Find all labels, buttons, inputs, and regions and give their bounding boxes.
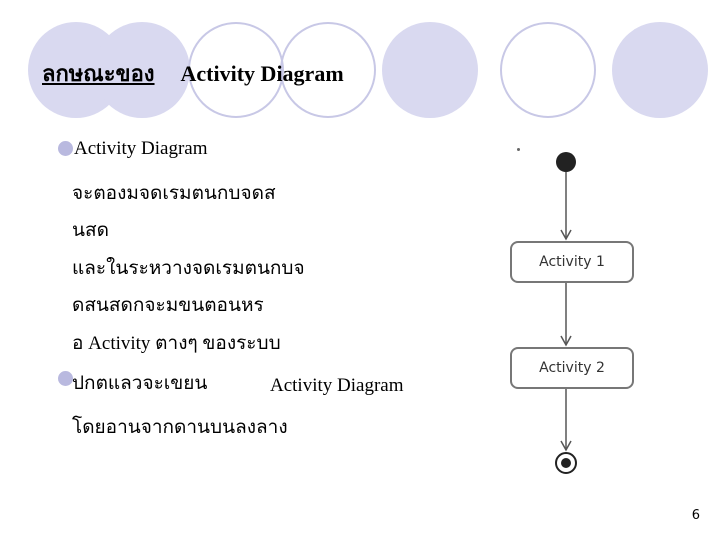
bullet-2-dot	[58, 371, 73, 386]
speck-mark	[517, 148, 520, 151]
arrowhead-end	[560, 440, 572, 452]
activity-2-box: Activity 2	[510, 347, 634, 389]
initial-node	[556, 152, 576, 172]
slide-title: ลกษณะของ Activity Diagram	[42, 56, 344, 86]
bullet-1-dot	[58, 141, 73, 156]
bullet-1-line-5: อ Activity ตางๆ ของระบบ	[72, 333, 281, 354]
bullet-1-heading: Activity Diagram	[74, 138, 208, 159]
bullet-1-line-3: และในระหวางจดเรมตนกบจ	[72, 258, 305, 279]
page-number: 6	[691, 508, 700, 523]
decor-ring-4	[280, 22, 376, 118]
activity-2-label: Activity 2	[539, 360, 605, 376]
decor-circle-7	[612, 22, 708, 118]
bullet-2-prefix: ปกตแลวจะเขยน	[72, 373, 208, 394]
title-thai: ลกษณะของ	[42, 61, 155, 86]
bullet-2-line-2: โดยอานจากดานบนลงลาง	[72, 417, 288, 438]
activity-1-label: Activity 1	[539, 254, 605, 270]
final-node	[555, 452, 577, 474]
flow-arrows	[560, 172, 572, 452]
decor-ring-6	[500, 22, 596, 118]
title-english: Activity Diagram	[180, 61, 344, 86]
arrowhead-act2	[560, 335, 572, 347]
bullet-2-term: Activity Diagram	[270, 375, 404, 396]
activity-1-box: Activity 1	[510, 241, 634, 283]
arrowhead-act1	[560, 229, 572, 241]
activity-diagram-figure: Activity 1 Activity 2	[500, 140, 660, 490]
decor-circle-2	[94, 22, 190, 118]
bullet-1-line-2: นสด	[72, 220, 109, 241]
decor-circle-5	[382, 22, 478, 118]
bullet-1-line-4: ดสนสดกจะมขนตอนหร	[72, 295, 264, 316]
bullet-1-line-1: จะตองมจดเรมตนกบจดส	[72, 183, 276, 204]
